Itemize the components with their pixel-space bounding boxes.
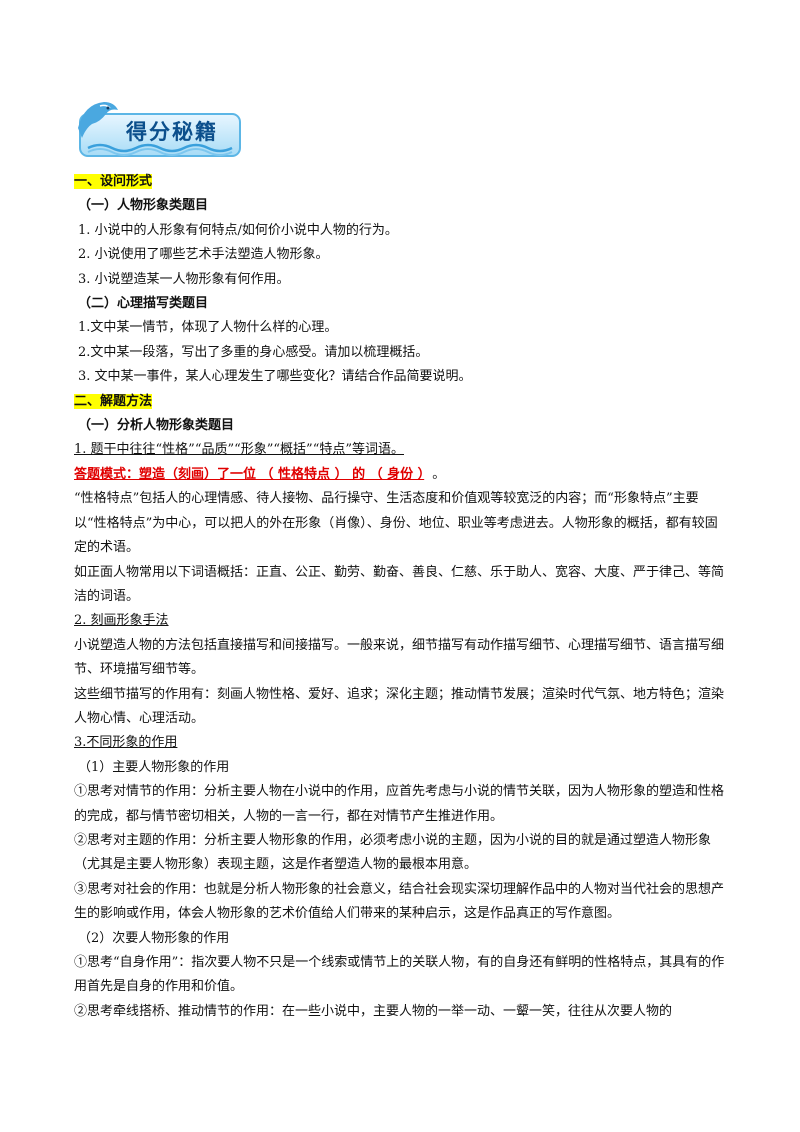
list-item: 2. 小说使用了哪些艺术手法塑造人物形象。 [78, 247, 329, 263]
list-item: 2.文中某一段落，写出了多重的身心感受。请加以梳理概括。 [78, 344, 429, 360]
list-item: 1. 小说中的人形象有何特点/如何价小说中人物的行为。 [78, 222, 398, 238]
answer-formula: 答题模式：塑造（刻画）了一位 （ 性格特点 ） 的 （ 身份 ） 。 [74, 463, 728, 487]
point-3-sub-2: （2）次要人物形象的作用 [78, 930, 230, 946]
list-item: 1.文中某一情节，体现了人物什么样的心理。 [78, 320, 338, 336]
section-1-title: 一、设问形式 [74, 170, 728, 194]
paragraph: ②思考牵线搭桥、推动情节的作用：在一些小说中，主要人物的一举一动、一颦一笑，往往… [74, 1003, 673, 1019]
section-2-title: 二、解题方法 [74, 390, 728, 414]
badge-title: 得分秘籍 [126, 120, 218, 144]
document-body: 一、设问形式 （一）人物形象类题目 1. 小说中的人形象有何特点/如何价小说中人… [74, 170, 728, 1024]
paragraph: 这些细节描写的作用有：刻画人物性格、爱好、追求；深化主题；推动情节发展；渲染时代… [74, 686, 725, 726]
point-2-heading: 2. 刻画形象手法 [74, 613, 169, 629]
section-1-sub-2: （二）心理描写类题目 [78, 296, 209, 312]
section-1-sub-1: （一）人物形象类题目 [78, 198, 209, 214]
paragraph: ②思考对主题的作用：分析主要人物形象的作用，必须考虑小说的主题，因为小说的目的就… [74, 832, 712, 873]
dolphin-banner-icon [78, 102, 241, 157]
paragraph: 如正面人物常用以下词语概括：正直、公正、勤劳、勤奋、善良、仁慈、乐于助人、宽容、… [74, 564, 725, 604]
point-1-heading: 1. 题干中往往“性格”“品质”“形象”“概括”“特点”等词语。 [74, 442, 404, 458]
answer-formula-tail: 。 [432, 466, 446, 482]
paragraph: ③思考对社会的作用：也就是分析人物形象的社会意义，结合社会现实深切理解作品中的人… [74, 881, 725, 922]
paragraph: ①思考“自身作用”：指次要人物不只是一个线索或情节上的关联人物，有的自身还有鲜明… [74, 955, 725, 995]
paragraph: ①思考对情节的作用：分析主要人物在小说中的作用，应首先考虑与小说的情节关联，因为… [74, 784, 725, 824]
point-3-heading: 3.不同形象的作用 [74, 735, 178, 751]
point-3-sub-1: （1）主要人物形象的作用 [78, 759, 230, 775]
paragraph: 小说塑造人物的方法包括直接描写和间接描写。一般来说，细节描写有动作描写细节、心理… [74, 637, 725, 678]
section-2-sub-1: （一）分析人物形象类题目 [78, 418, 235, 434]
section-1-title-text: 一、设问形式 [74, 174, 153, 189]
answer-formula-text: 答题模式：塑造（刻画）了一位 （ 性格特点 ） 的 （ 身份 ） [74, 466, 425, 482]
list-item: 3. 文中某一事件，某人心理发生了哪些变化？请结合作品简要说明。 [78, 369, 472, 385]
paragraph: “性格特点”包括人的心理情感、待人接物、品行操守、生活态度和价值观等较宽泛的内容… [74, 491, 718, 556]
section-2-title-text: 二、解题方法 [74, 393, 153, 409]
score-tips-badge: 得分秘籍 [70, 98, 246, 160]
list-item: 3. 小说塑造某一人物形象有何作用。 [78, 271, 290, 287]
